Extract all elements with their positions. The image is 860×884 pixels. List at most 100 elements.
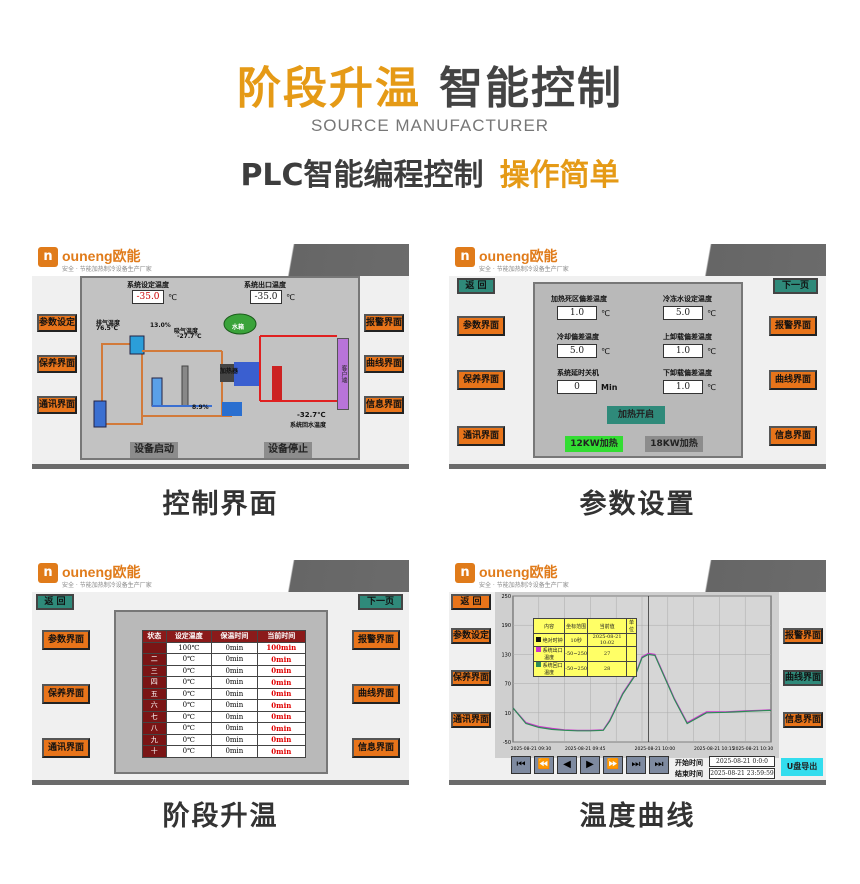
- info-button[interactable]: 信息界面: [352, 738, 400, 758]
- return-temp-value: -32.7℃: [297, 411, 326, 419]
- col-header: 当前时间: [256, 630, 307, 643]
- y-tick-label: 250: [501, 594, 511, 600]
- comm-button[interactable]: 通讯界面: [37, 396, 77, 414]
- stage-hold-cell[interactable]: 0min: [211, 641, 258, 654]
- heater-label: 加热器: [220, 368, 239, 375]
- stage-hold-cell[interactable]: 0min: [211, 699, 258, 712]
- param-unit: ℃: [601, 347, 610, 356]
- back-button[interactable]: 返 回: [36, 594, 74, 610]
- playback-button-0[interactable]: ⏮: [511, 756, 531, 774]
- param-value[interactable]: 0: [557, 380, 597, 394]
- comm-button[interactable]: 通讯界面: [457, 426, 505, 446]
- legend-swatch: [535, 636, 541, 642]
- device-stop-button[interactable]: 设备停止: [264, 442, 312, 458]
- maintenance-button[interactable]: 保养界面: [457, 370, 505, 390]
- panel-footer-bar: [449, 464, 826, 469]
- device-start-button[interactable]: 设备启动: [130, 442, 178, 458]
- stage-hold-cell[interactable]: 0min: [211, 664, 258, 677]
- playback-controls: ⏮⏪◀▶⏩⏭⏭: [511, 756, 669, 774]
- heat-on-button[interactable]: 加热开启: [607, 406, 665, 424]
- curve-button[interactable]: 曲线界面: [769, 370, 817, 390]
- stage-temp-cell[interactable]: 0℃: [165, 687, 213, 700]
- title-gray: 智能控制: [439, 63, 623, 114]
- alarm-button[interactable]: 报警界面: [783, 628, 823, 644]
- param-button[interactable]: 参数界面: [457, 316, 505, 336]
- playback-button-4[interactable]: ⏩: [603, 756, 623, 774]
- param-value[interactable]: 1.0: [663, 344, 703, 358]
- stage-temp-cell[interactable]: 0℃: [165, 699, 213, 712]
- param-set-button[interactable]: 参数设定: [37, 314, 77, 332]
- curve-button[interactable]: 曲线界面: [364, 355, 404, 373]
- panel-footer-bar: [32, 780, 409, 785]
- stage-hold-cell[interactable]: 0min: [211, 722, 258, 735]
- curve-button[interactable]: 曲线界面: [783, 670, 823, 686]
- stage-temp-cell[interactable]: 0℃: [165, 676, 213, 689]
- param-value[interactable]: 1.0: [557, 306, 597, 320]
- alarm-button[interactable]: 报警界面: [352, 630, 400, 650]
- stage-hold-cell[interactable]: 0min: [211, 710, 258, 723]
- param-value[interactable]: 5.0: [663, 306, 703, 320]
- info-button[interactable]: 信息界面: [364, 396, 404, 414]
- back-button[interactable]: 返 回: [457, 278, 495, 294]
- stage-temp-cell[interactable]: 100℃: [165, 641, 213, 654]
- stage-temp-cell[interactable]: 0℃: [165, 745, 213, 758]
- info-button[interactable]: 信息界面: [783, 712, 823, 728]
- control-panel: n ouneng欧能 安全 · 节能加热制冷设备生产厂家 参数设定 保养界面 通…: [32, 244, 409, 469]
- stage-cur-cell: 0min: [256, 664, 307, 677]
- playback-button-6[interactable]: ⏭: [649, 756, 669, 774]
- playback-button-5[interactable]: ⏭: [626, 756, 646, 774]
- stage-hold-cell[interactable]: 0min: [211, 745, 258, 758]
- caption-curve: 温度曲线: [579, 801, 696, 832]
- playback-button-3[interactable]: ▶: [580, 756, 600, 774]
- maintenance-button[interactable]: 保养界面: [451, 670, 491, 686]
- alarm-button[interactable]: 报警界面: [769, 316, 817, 336]
- param-value[interactable]: 5.0: [557, 344, 597, 358]
- stage-hold-cell[interactable]: 0min: [211, 687, 258, 700]
- param-unit: ℃: [707, 383, 716, 392]
- back-button[interactable]: 返 回: [451, 594, 491, 610]
- alarm-button[interactable]: 报警界面: [364, 314, 404, 332]
- comm-button[interactable]: 通讯界面: [451, 712, 491, 728]
- set-temp-value[interactable]: -35.0: [132, 290, 164, 304]
- next-page-button[interactable]: 下一页: [773, 278, 818, 294]
- page-subtitle: SOURCE MANUFACTURER: [310, 116, 550, 135]
- start-time-input[interactable]: 2025-08-21 0:0:0: [709, 756, 775, 767]
- stage-temp-cell[interactable]: 0℃: [165, 653, 213, 666]
- param-button[interactable]: 参数界面: [42, 630, 90, 650]
- y-tick-label: 190: [501, 623, 511, 629]
- playback-button-2[interactable]: ◀: [557, 756, 577, 774]
- kw18-heat-button[interactable]: 18KW加热: [645, 436, 703, 452]
- playback-button-1[interactable]: ⏪: [534, 756, 554, 774]
- stage-temp-cell[interactable]: 0℃: [165, 710, 213, 723]
- legend-unit: [626, 661, 637, 677]
- curve-button[interactable]: 曲线界面: [352, 684, 400, 704]
- out-temp-label: 系统出口温度: [244, 281, 286, 289]
- process-diagram: 系统设定温度 -35.0 ℃ 系统出口温度 -35.0 ℃ 客户端 排气温度: [80, 276, 360, 460]
- info-button[interactable]: 信息界面: [769, 426, 817, 446]
- stage-temp-cell[interactable]: 0℃: [165, 664, 213, 677]
- panel-footer-bar: [32, 464, 409, 469]
- stage-state-cell: 四: [142, 676, 167, 689]
- stage-hold-cell[interactable]: 0min: [211, 733, 258, 746]
- kw12-heat-button[interactable]: 12KW加热: [565, 436, 623, 452]
- usb-export-button[interactable]: U盘导出: [781, 758, 823, 776]
- stage-cur-cell: 0min: [256, 733, 307, 746]
- comm-button[interactable]: 通讯界面: [42, 738, 90, 758]
- maintenance-button[interactable]: 保养界面: [37, 355, 77, 373]
- next-page-button[interactable]: 下一页: [358, 594, 403, 610]
- stage-hold-cell[interactable]: 0min: [211, 653, 258, 666]
- end-time-input[interactable]: 2025-08-21 23:59:59: [709, 768, 775, 779]
- stage-hold-cell[interactable]: 0min: [211, 676, 258, 689]
- stage-cur-cell: 0min: [256, 699, 307, 712]
- maintenance-button[interactable]: 保养界面: [42, 684, 90, 704]
- params-panel: n ouneng欧能 安全 · 节能加热制冷设备生产厂家 返 回 下一页 参数界…: [449, 244, 826, 469]
- param-value[interactable]: 1.0: [663, 380, 703, 394]
- user-end-block: 客户端: [337, 338, 349, 410]
- stage-state-cell: 七: [142, 710, 167, 723]
- stage-temp-cell[interactable]: 0℃: [165, 733, 213, 746]
- pct1-value: 13.0%: [150, 322, 171, 329]
- stage-temp-cell[interactable]: 0℃: [165, 722, 213, 735]
- param-set-button[interactable]: 参数设定: [451, 628, 491, 644]
